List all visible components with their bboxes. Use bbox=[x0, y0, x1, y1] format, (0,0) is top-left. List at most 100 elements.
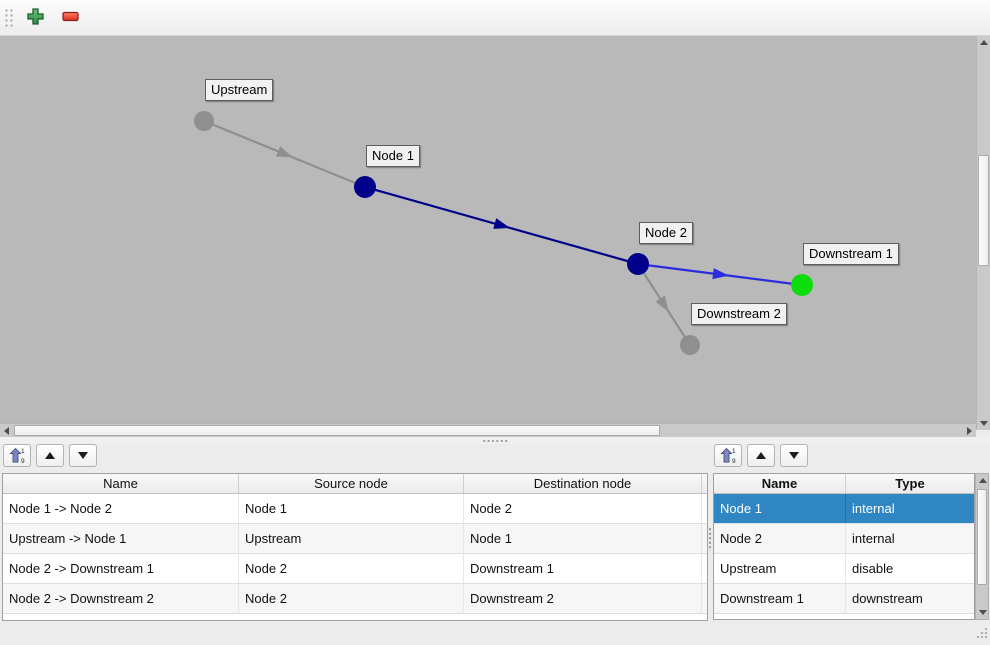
cell: Node 2 -> Downstream 2 bbox=[3, 584, 239, 613]
move-up-button[interactable] bbox=[36, 444, 64, 467]
canvas-horizontal-scrollbar[interactable] bbox=[0, 423, 976, 437]
triangle-up-icon bbox=[979, 36, 988, 45]
triangle-down-icon bbox=[978, 610, 987, 619]
cell: internal bbox=[852, 501, 895, 516]
arrow-down-icon bbox=[789, 452, 799, 459]
cell: Downstream 1 bbox=[714, 584, 846, 613]
scroll-down-button[interactable] bbox=[976, 606, 989, 619]
svg-text:1: 1 bbox=[732, 448, 736, 455]
vertical-scroll-thumb[interactable] bbox=[978, 155, 989, 266]
edge-arrow-icon bbox=[712, 268, 729, 280]
toolbar-drag-handle[interactable] bbox=[3, 6, 13, 29]
edges-table-toolbar: 1 9 bbox=[3, 444, 97, 467]
cell: Downstream 1 bbox=[464, 554, 702, 583]
scroll-down-button[interactable] bbox=[977, 417, 990, 430]
sort-ascending-icon: 1 9 bbox=[9, 447, 25, 464]
edge-arrow-icon bbox=[655, 295, 669, 313]
plus-icon bbox=[26, 7, 45, 29]
cell: Node 1 bbox=[239, 494, 464, 523]
cell: Upstream -> Node 1 bbox=[3, 524, 239, 553]
edge-arrow-icon bbox=[493, 218, 511, 229]
graph-node[interactable] bbox=[354, 176, 376, 198]
table-header-row: Name Type bbox=[714, 474, 974, 494]
node-label: Upstream bbox=[205, 79, 274, 101]
scroll-up-button[interactable] bbox=[977, 36, 990, 49]
minus-icon bbox=[61, 10, 79, 25]
move-down-button[interactable] bbox=[69, 444, 97, 467]
nodes-table-scrollbar[interactable] bbox=[975, 473, 989, 620]
move-up-button[interactable] bbox=[747, 444, 775, 467]
panel-splitter[interactable] bbox=[0, 437, 990, 444]
graph-node[interactable] bbox=[680, 335, 700, 355]
graph-node[interactable] bbox=[791, 274, 813, 296]
column-header[interactable]: Name bbox=[3, 474, 239, 493]
graph-node[interactable] bbox=[194, 111, 214, 131]
node-table-row[interactable]: Downstream 1 downstream bbox=[714, 584, 974, 614]
add-button[interactable] bbox=[22, 5, 48, 31]
cell: Downstream 2 bbox=[464, 584, 702, 613]
main-toolbar bbox=[0, 0, 990, 36]
table-splitter-grip-icon[interactable] bbox=[708, 527, 712, 551]
arrow-down-icon bbox=[78, 452, 88, 459]
node-label: Downstream 2 bbox=[691, 303, 787, 325]
canvas-vertical-scrollbar[interactable] bbox=[976, 36, 990, 430]
graph-svg bbox=[194, 111, 813, 355]
column-header[interactable]: Destination node bbox=[464, 474, 702, 493]
cell: Node 2 bbox=[239, 584, 464, 613]
svg-text:9: 9 bbox=[732, 458, 736, 464]
cell: internal bbox=[852, 531, 895, 546]
column-header[interactable]: Type bbox=[895, 476, 925, 491]
cell bbox=[702, 584, 707, 613]
scroll-right-button[interactable] bbox=[963, 424, 976, 437]
arrow-up-icon bbox=[756, 452, 766, 459]
node-label: Downstream 1 bbox=[803, 243, 899, 265]
graph-node[interactable] bbox=[627, 253, 649, 275]
horizontal-scroll-thumb[interactable] bbox=[14, 425, 660, 436]
cell: disable bbox=[852, 561, 894, 576]
remove-button[interactable] bbox=[57, 5, 83, 31]
column-header[interactable]: Name bbox=[714, 474, 846, 493]
cell: Node 1 bbox=[464, 524, 702, 553]
cell: Node 2 bbox=[239, 554, 464, 583]
nodes-table-toolbar: 1 9 bbox=[714, 444, 808, 467]
svg-text:9: 9 bbox=[21, 458, 25, 464]
sort-button[interactable]: 1 9 bbox=[3, 444, 31, 467]
edge-arrow-icon bbox=[275, 146, 293, 158]
splitter-grip-icon bbox=[482, 439, 508, 443]
cell: downstream bbox=[852, 591, 923, 606]
node-table-row[interactable]: Node 2 internal bbox=[714, 524, 974, 554]
triangle-up-icon bbox=[978, 474, 987, 483]
node-label: Node 1 bbox=[366, 145, 420, 167]
move-down-button[interactable] bbox=[780, 444, 808, 467]
column-header-spacer bbox=[702, 474, 707, 493]
cell: Node 2 -> Downstream 1 bbox=[3, 554, 239, 583]
cell: Node 2 bbox=[714, 524, 846, 553]
sort-button[interactable]: 1 9 bbox=[714, 444, 742, 467]
svg-text:1: 1 bbox=[21, 448, 25, 455]
window-resize-grip-icon[interactable] bbox=[975, 626, 988, 642]
node-table-row[interactable]: Node 1 internal bbox=[714, 494, 974, 524]
column-header[interactable]: Source node bbox=[239, 474, 464, 493]
cell bbox=[702, 554, 707, 583]
node-label: Node 2 bbox=[639, 222, 693, 244]
arrow-up-icon bbox=[45, 452, 55, 459]
triangle-left-icon bbox=[0, 426, 9, 435]
sort-ascending-icon: 1 9 bbox=[720, 447, 736, 464]
triangle-down-icon bbox=[979, 421, 988, 430]
scroll-up-button[interactable] bbox=[976, 474, 989, 487]
cell: Node 2 bbox=[464, 494, 702, 523]
nodes-scroll-thumb[interactable] bbox=[977, 489, 987, 585]
cell: Node 1 -> Node 2 bbox=[3, 494, 239, 523]
scroll-left-button[interactable] bbox=[0, 424, 13, 437]
cell bbox=[702, 494, 707, 523]
cell: Node 1 bbox=[714, 494, 846, 523]
